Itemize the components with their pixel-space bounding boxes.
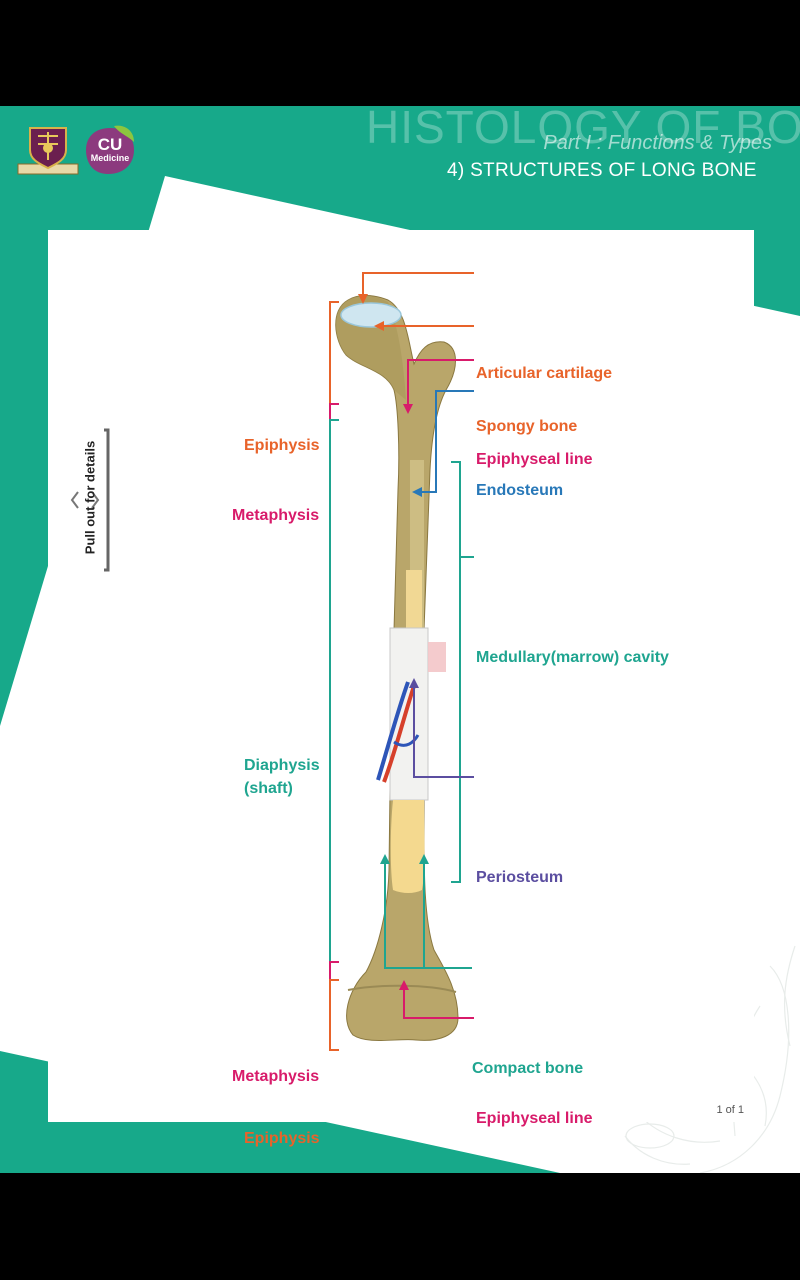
arrow-heads [358, 294, 429, 990]
label-epiphyseal-line-top: Epiphyseal line [476, 451, 593, 468]
label-endosteum: Endosteum [476, 482, 564, 499]
page-subtitle: Part I : Functions & Types [543, 132, 772, 154]
label-epiphysis-top: Epiphysis [244, 437, 320, 454]
label-periosteum: Periosteum [476, 869, 564, 886]
label-epiphysis-bottom: Epiphysis [244, 1130, 320, 1147]
cu-logo-text: CU [97, 135, 123, 154]
label-diaphysis-shaft: (shaft) [244, 780, 293, 797]
label-metaphysis-top: Metaphysis [232, 507, 320, 524]
diagram-card: Epiphysis Metaphysis Diaphysis (shaft) M… [48, 230, 754, 1147]
teal-background: HISTOLOGY OF BONE Part I : Functions & T… [0, 106, 800, 1173]
section-title: 4) STRUCTURES OF LONG BONE [447, 160, 757, 181]
label-epiphyseal-line-bottom: Epiphyseal line [476, 1110, 593, 1127]
pull-out-tab[interactable]: Pull out for details [70, 428, 110, 572]
chevron-icon [70, 491, 100, 509]
cu-logo-subtext: Medicine [90, 153, 130, 163]
label-medullary-cavity: Medullary(marrow) cavity [476, 649, 669, 666]
left-brackets [329, 301, 339, 1051]
pull-out-label: Pull out for details [82, 440, 98, 555]
page-counter: 1 of 1 [716, 1104, 744, 1116]
leader-lines [362, 272, 474, 1019]
femur-bone [335, 295, 459, 1042]
cu-medicine-logo: CU Medicine [84, 124, 136, 176]
label-articular-cartilage: Articular cartilage [476, 365, 613, 382]
label-metaphysis-bottom: Metaphysis [232, 1068, 320, 1085]
page-title-watermark: HISTOLOGY OF BONE [366, 106, 800, 153]
label-compact-bone: Compact bone [472, 1060, 584, 1077]
pull-tab-frame [104, 428, 110, 572]
label-diaphysis: Diaphysis [244, 757, 320, 774]
crest-icon [17, 127, 79, 175]
label-spongy-bone: Spongy bone [476, 418, 578, 435]
long-bone-diagram [329, 272, 474, 1051]
